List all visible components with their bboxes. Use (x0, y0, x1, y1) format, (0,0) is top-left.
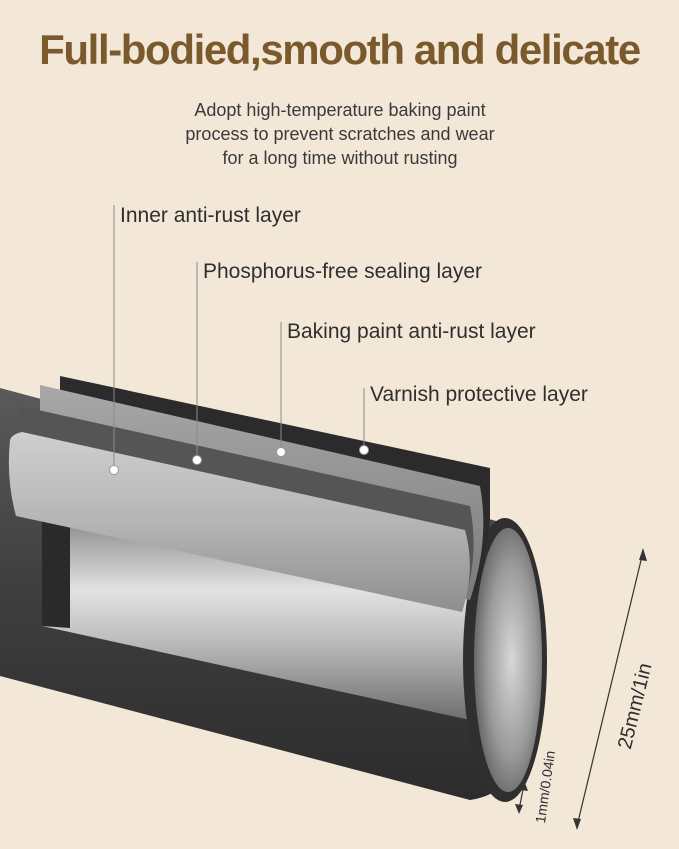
subtitle: Adopt high-temperature baking paint proc… (90, 98, 590, 170)
marker-varnish (359, 445, 369, 455)
marker-sealing (192, 455, 202, 465)
page-title: Full-bodied,smooth and delicate (39, 26, 641, 73)
label-baking-paint-anti-rust-layer: Baking paint anti-rust layer (287, 320, 536, 343)
marker-baking (276, 447, 286, 457)
label-phosphorus-free-sealing-layer: Phosphorus-free sealing layer (203, 260, 482, 283)
label-varnish-protective-layer: Varnish protective layer (370, 383, 588, 406)
label-inner-anti-rust-layer: Inner anti-rust layer (120, 204, 301, 227)
inner-metal (42, 520, 475, 720)
tube-mouth (474, 528, 542, 792)
diameter-arrow (576, 551, 644, 827)
subtitle-line-2: process to prevent scratches and wear (185, 124, 495, 144)
subtitle-line-1: Adopt high-temperature baking paint (194, 100, 486, 120)
marker-inner (109, 465, 119, 475)
layer-inner (8, 432, 470, 612)
subtitle-line-3: for a long time without rusting (222, 148, 458, 168)
